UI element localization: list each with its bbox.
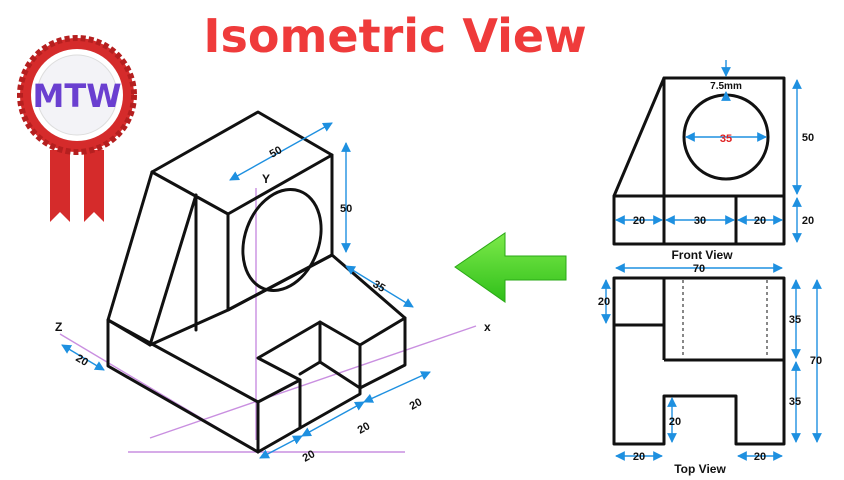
iso-base-front-right [298,316,407,430]
dim-bottom-front [259,435,303,459]
iso-base-left [106,318,260,454]
iso-back-block-front [226,153,334,312]
label-top-right-bottom: 35 [789,396,801,408]
front-view-drawing [612,76,786,246]
front-view-dims [615,60,802,243]
dim-label-bottom-right: 20 [408,396,425,412]
isometric-object [106,110,407,454]
dim-bottom-right [363,371,431,403]
axis-label-z: Z [55,320,62,334]
label-top-left: 20 [598,296,610,308]
top-view-dims [601,263,822,461]
front-view-labels: 7.5mm 35 50 20 20 30 20 Front View [633,81,814,262]
iso-slot-edge [298,360,322,376]
axis-label-x: x [484,320,491,334]
label-top-bottom-left: 20 [633,451,645,463]
iso-slot [318,320,362,390]
top-view-label: Top View [674,462,726,476]
front-rib [612,76,666,197]
dim-depth-step [345,265,414,308]
iso-dim-labels: 50 50 35 20 20 20 20 [73,144,424,464]
iso-hole [241,188,323,292]
logo-badge: MTW [17,35,137,222]
dim-label-left-depth: 20 [73,352,90,369]
label-top-right-top: 35 [789,314,801,326]
page-title: Isometric View [203,9,586,63]
label-top-slot: 20 [669,416,681,428]
front-view-label: Front View [671,248,733,262]
dim-label-top-width: 50 [268,144,285,160]
axis-label-y: Y [262,172,270,186]
label-top-right-total: 70 [810,355,822,367]
dim-label-depth-step: 35 [370,278,387,295]
label-top-width: 70 [693,263,705,275]
label-front-base-height: 20 [802,215,814,227]
top-view-labels: 70 20 35 70 35 20 20 20 Top View [598,263,822,476]
dim-left-depth [61,344,105,371]
top-view-hidden [682,280,768,358]
iso-back-block-top [150,110,334,216]
dim-top-width [229,122,333,181]
badge-inner [36,54,118,136]
label-hole-offset: 7.5mm [710,81,742,92]
logo-text: MTW [33,77,122,115]
label-top-bottom-right: 20 [754,451,766,463]
label-front-height: 50 [802,132,814,144]
label-front-bottom-3: 20 [754,215,766,227]
label-front-bottom-1: 20 [633,215,645,227]
iso-base-top [148,253,407,404]
ribbon-right [84,150,104,222]
dim-label-bottom-front: 20 [301,448,318,464]
front-base [612,194,786,246]
top-outline [612,276,786,446]
direction-arrow [454,232,567,303]
dim-label-bottom-mid: 20 [356,420,373,436]
dim-bottom-mid [301,401,365,437]
top-view-drawing [612,276,786,446]
label-front-bottom-2: 30 [694,215,706,227]
iso-rib [106,170,198,347]
dim-label-height: 50 [340,203,352,215]
iso-dimensions [61,122,431,459]
ribbon-left [50,150,70,222]
label-hole-diameter: 35 [720,133,732,145]
